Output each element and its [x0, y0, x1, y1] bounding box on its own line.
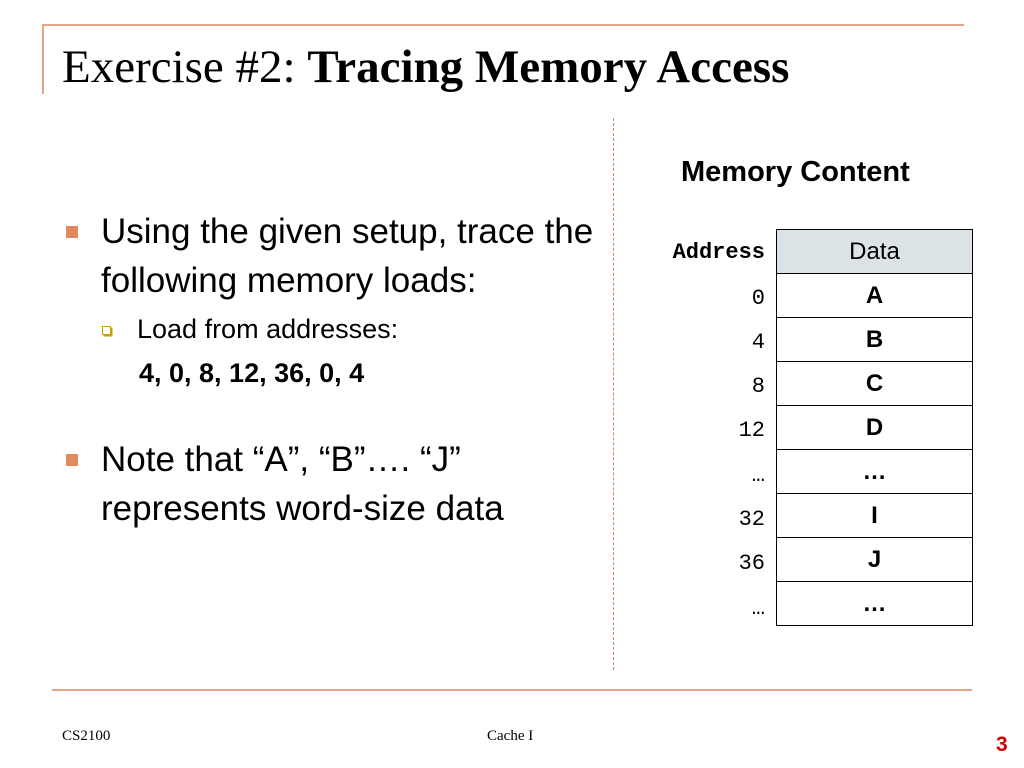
square-bullet-icon — [66, 226, 78, 238]
data-cell: A — [776, 273, 973, 318]
sub-bullet-load: Load from addresses: — [62, 309, 622, 349]
left-rule — [42, 24, 44, 94]
address-cell: … — [751, 596, 765, 621]
title-prefix: Exercise #2: — [62, 41, 296, 93]
bullet-trace-text: Using the given setup, trace the followi… — [101, 212, 594, 300]
address-cell: 4 — [751, 330, 765, 355]
data-cell: J — [776, 537, 973, 582]
course-code: CS2100 — [62, 728, 111, 744]
address-cell: … — [751, 463, 765, 488]
data-cell: C — [776, 361, 973, 406]
memory-content-title: Memory Content — [681, 156, 910, 188]
bullet-list: Using the given setup, trace the followi… — [62, 207, 622, 533]
address-sequence: 4, 0, 8, 12, 36, 0, 4 — [139, 358, 365, 388]
address-cell: 12 — [738, 418, 765, 443]
hollow-square-bullet-icon — [102, 326, 111, 335]
address-cell: 8 — [751, 374, 765, 399]
slide-title: Exercise #2: Tracing Memory Access — [62, 44, 789, 91]
address-header: Address — [672, 240, 765, 265]
address-cell: 0 — [751, 286, 765, 311]
data-header: Data — [776, 229, 973, 274]
data-cell: … — [776, 449, 973, 494]
bullet-note-text: Note that “A”, “B”…. “J” represents word… — [101, 440, 504, 528]
top-rule — [42, 24, 964, 26]
bottom-rule — [52, 689, 972, 691]
data-cell: I — [776, 493, 973, 538]
page-number: 3 — [996, 733, 1008, 756]
address-cell: 36 — [738, 551, 765, 576]
footer-topic: Cache I — [487, 728, 534, 744]
vertical-divider — [613, 118, 614, 670]
data-cell: B — [776, 317, 973, 362]
address-cell: 32 — [738, 507, 765, 532]
data-cell: D — [776, 405, 973, 450]
square-bullet-icon — [66, 454, 78, 466]
memory-table: Data A B C D … I J … — [776, 229, 973, 626]
bullet-trace: Using the given setup, trace the followi… — [62, 207, 622, 305]
sub-bullet-text: Load from addresses: — [137, 314, 399, 344]
bullet-note: Note that “A”, “B”…. “J” represents word… — [62, 435, 622, 533]
title-main: Tracing Memory Access — [307, 41, 790, 93]
data-cell: … — [776, 581, 973, 626]
